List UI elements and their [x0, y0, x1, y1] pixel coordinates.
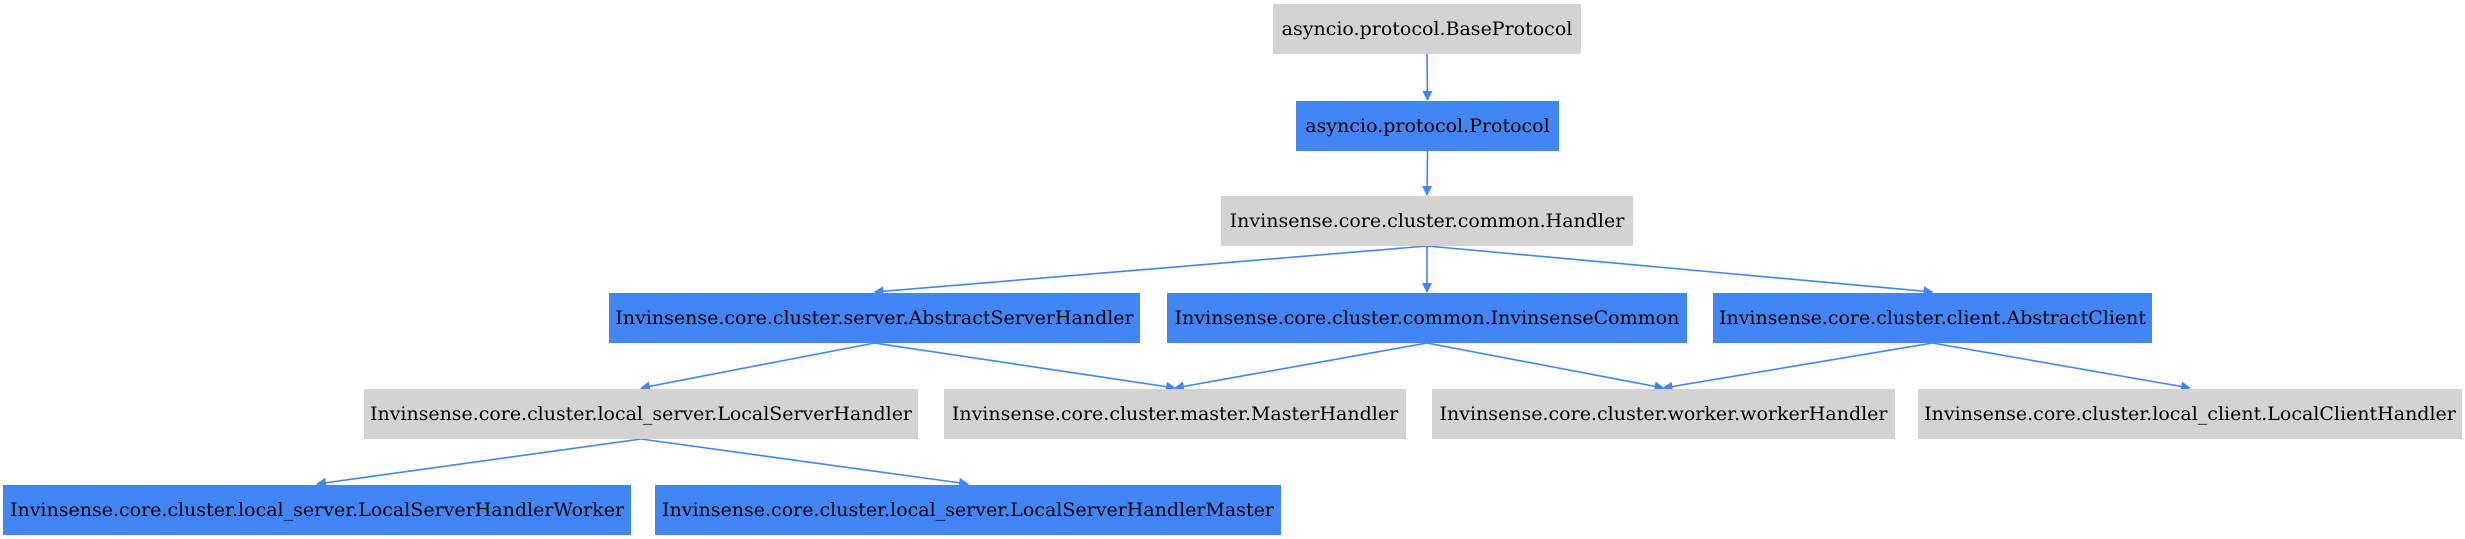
node-box [3, 485, 631, 535]
node-master-handler: Invinsense.core.cluster.master.MasterHan… [944, 389, 1406, 439]
node-lsh-master: Invinsense.core.cluster.local_server.Loc… [655, 485, 1281, 535]
node-label: Invinsense.core.cluster.client.AbstractC… [1719, 307, 2146, 329]
edge-local-server-handler-to-lsh-master [640, 438, 969, 488]
edge-abstract-client-to-worker-handler [1662, 342, 1933, 392]
node-box [1713, 293, 2152, 343]
node-label: Invinsense.core.cluster.local_server.Loc… [370, 403, 913, 425]
node-box [655, 485, 1281, 535]
node-box [364, 389, 918, 439]
node-box [1273, 4, 1581, 54]
node-invinsense-common: Invinsense.core.cluster.common.Invinsens… [1167, 293, 1687, 343]
edge-handler-to-abstract-client [1426, 245, 1934, 297]
edge-base-protocol-to-protocol [1422, 53, 1433, 101]
edge-abstract-server-handler-to-master-handler [874, 342, 1176, 392]
node-label: Invinsense.core.cluster.master.MasterHan… [952, 403, 1399, 425]
node-handler: Invinsense.core.cluster.common.Handler [1221, 196, 1633, 246]
edge-local-server-handler-to-lsh-worker [316, 438, 642, 488]
node-abstract-client: Invinsense.core.cluster.client.AbstractC… [1713, 293, 2152, 343]
edge-invinsense-common-to-worker-handler [1426, 342, 1665, 392]
node-box [1296, 101, 1559, 151]
node-lsh-worker: Invinsense.core.cluster.local_server.Loc… [3, 485, 631, 535]
edge-protocol-to-handler [1422, 150, 1433, 196]
edge-abstract-client-to-local-client-handler [1932, 342, 2191, 392]
node-box [1918, 389, 2462, 439]
node-label: Invinsense.core.cluster.local_client.Loc… [1924, 403, 2457, 425]
node-worker-handler: Invinsense.core.cluster.worker.workerHan… [1432, 389, 1895, 439]
edge-invinsense-common-to-master-handler [1174, 342, 1428, 392]
node-protocol: asyncio.protocol.Protocol [1296, 101, 1559, 151]
node-local-server-handler: Invinsense.core.cluster.local_server.Loc… [364, 389, 918, 439]
node-abstract-server-handler: Invinsense.core.cluster.server.AbstractS… [609, 293, 1140, 343]
node-box [1167, 293, 1687, 343]
node-label: Invinsense.core.cluster.server.AbstractS… [615, 307, 1134, 329]
node-label: asyncio.protocol.Protocol [1305, 115, 1549, 137]
node-box [944, 389, 1406, 439]
nodes-layer: asyncio.protocol.BaseProtocol asyncio.pro… [3, 4, 2462, 535]
node-label: Invinsense.core.cluster.common.Handler [1230, 210, 1626, 232]
node-label: Invinsense.core.cluster.local_server.Loc… [10, 499, 625, 521]
node-box [1432, 389, 1895, 439]
edge-handler-to-abstract-server-handler [873, 245, 1428, 297]
node-base-protocol: asyncio.protocol.BaseProtocol [1273, 4, 1581, 54]
node-local-client-handler: Invinsense.core.cluster.local_client.Loc… [1918, 389, 2462, 439]
node-label: Invinsense.core.cluster.local_server.Loc… [662, 499, 1275, 521]
node-box [609, 293, 1140, 343]
edge-abstract-server-handler-to-local-server-handler [640, 342, 875, 392]
node-box [1221, 196, 1633, 246]
node-label: Invinsense.core.cluster.worker.workerHan… [1439, 403, 1888, 425]
edges-layer [316, 53, 2191, 488]
node-label: asyncio.protocol.BaseProtocol [1282, 18, 1573, 40]
node-label: Invinsense.core.cluster.common.Invinsens… [1175, 307, 1680, 329]
